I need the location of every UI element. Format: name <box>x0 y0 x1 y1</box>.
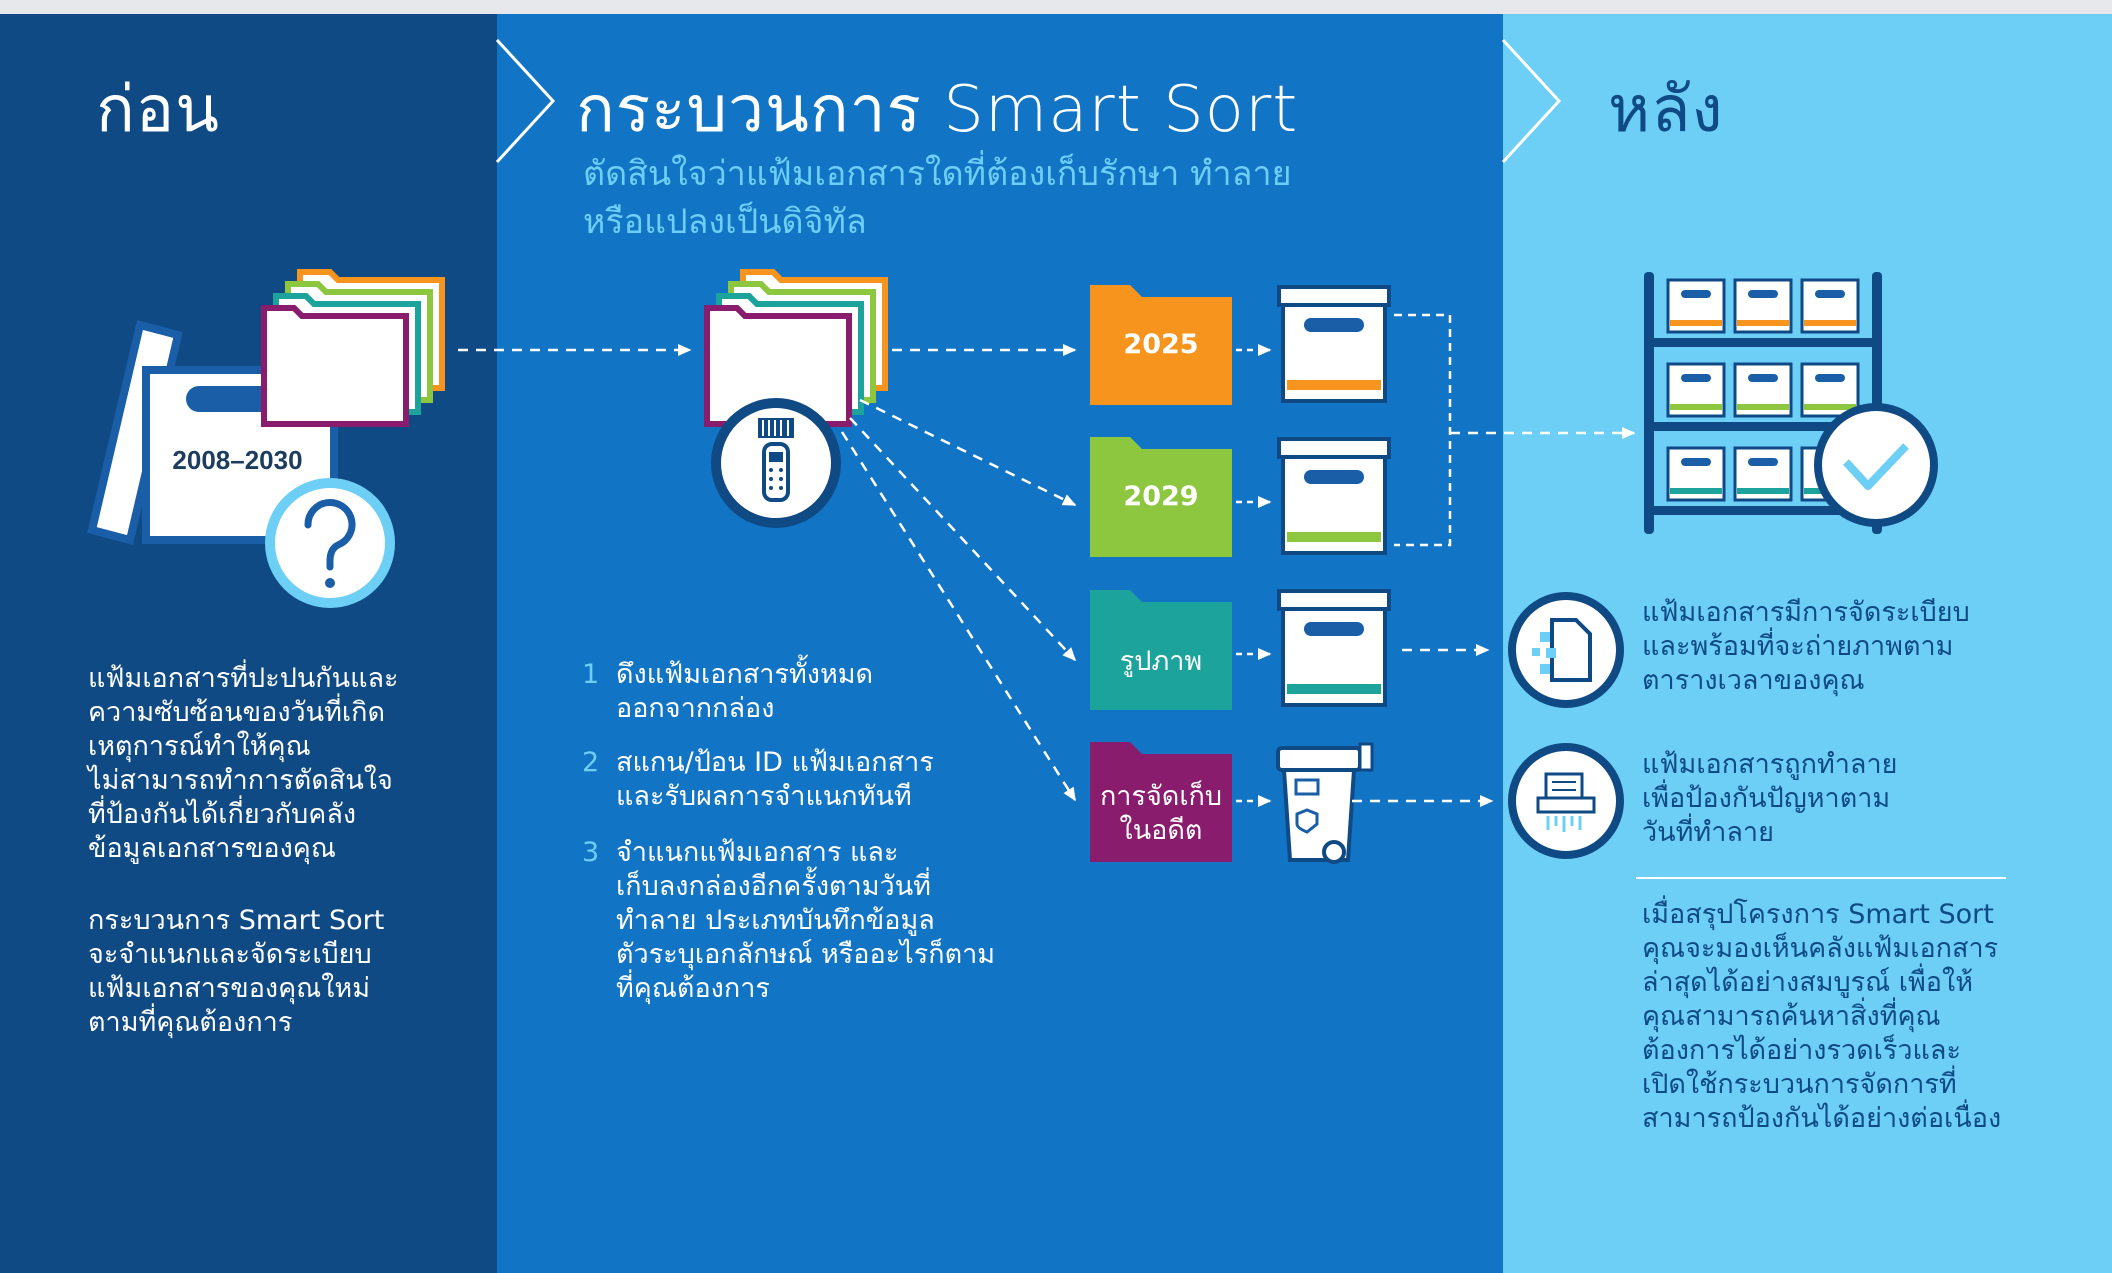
line: การจัดเก็บ <box>1099 781 1223 812</box>
process-step-3: 3 จำแนกแฟ้มเอกสาร และ เก็บลงกล่องอีกครั้… <box>582 836 995 1006</box>
line: วันที่ทำลาย <box>1642 817 1774 848</box>
line: ไม่สามารถทำการตัดสินใจ <box>88 765 393 796</box>
step-number: 1 <box>582 659 600 690</box>
line: แฟ้มเอกสารมีการจัดระเบียบ <box>1642 597 1970 628</box>
line: จะจำแนกและจัดระเบียบ <box>88 939 372 970</box>
line: ในอดีต <box>1119 815 1203 846</box>
folder-2025 <box>1090 285 1232 405</box>
shred-bin-icon <box>1276 742 1374 864</box>
process-step-2: 2 สแกน/ป้อน ID แฟ้มเอกสาร และรับผลการจำแ… <box>582 746 934 814</box>
step-line: เก็บลงกล่องอีกครั้งตามวันที่ <box>616 871 931 902</box>
line: ต้องการได้อย่างรวดเร็วและ <box>1642 1035 1961 1066</box>
line: ตามที่คุณต้องการ <box>88 1007 293 1038</box>
line: กระบวนการ Smart Sort <box>88 905 385 936</box>
line: เมื่อสรุปโครงการ Smart Sort <box>1642 899 1994 930</box>
step-line: สแกน/ป้อน ID แฟ้มเอกสาร <box>616 747 934 778</box>
line: ล่าสุดได้อย่างสมบูรณ์ เพื่อให้ <box>1642 967 1973 998</box>
folder-label-archive: การจัดเก็บ ในอดีต <box>1090 766 1232 862</box>
process-title: กระบวนการ Smart Sort <box>576 73 1299 147</box>
storage-box-2025 <box>1277 285 1391 403</box>
after-item-organized: แฟ้มเอกสารมีการจัดระเบียบ และพร้อมที่จะถ… <box>1642 596 2062 698</box>
before-column <box>0 14 497 1273</box>
after-divider <box>1636 877 2006 879</box>
before-paragraph-2: กระบวนการ Smart Sort จะจำแนกและจัดระเบีย… <box>88 904 468 1040</box>
line: ที่ป้องกันได้เกี่ยวกับคลัง <box>88 799 357 830</box>
line: และพร้อมที่จะถ่ายภาพตาม <box>1642 631 1954 662</box>
archive-box-icon <box>87 320 338 545</box>
line: ตารางเวลาของคุณ <box>1642 665 1865 696</box>
step-line: จำแนกแฟ้มเอกสาร และ <box>616 837 899 868</box>
folder-label-2029: 2029 <box>1123 481 1199 512</box>
box-year-label: 2008–2030 <box>172 445 303 475</box>
barcode-scanner-icon <box>711 398 841 528</box>
line: สามารถป้องกันได้อย่างต่อเนื่อง <box>1642 1103 2002 1134</box>
arrow-to-archive <box>840 431 1077 802</box>
process-step-1: 1 ดึงแฟ้มเอกสารทั้งหมด ออกจากกล่อง <box>582 658 873 726</box>
question-icon <box>265 478 395 608</box>
checkmark-icon <box>1814 403 1938 527</box>
line: หรือแปลงเป็นดิจิทัล <box>583 202 867 242</box>
before-paragraph-1: แฟ้มเอกสารที่ปะปนกันและ ความซับซ้อนของวั… <box>88 662 468 866</box>
after-title: หลัง <box>1608 73 1724 147</box>
after-item-destroyed: แฟ้มเอกสารถูกทำลาย เพื่อป้องกันปัญหาตาม … <box>1642 748 2062 850</box>
line: เปิดใช้กระบวนการจัดการที่ <box>1642 1069 1957 1100</box>
line: คุณจะมองเห็นคลังแฟ้มเอกสาร <box>1642 933 1999 964</box>
line: เพื่อป้องกันปัญหาตาม <box>1642 783 1891 814</box>
step-line: ที่คุณต้องการ <box>616 973 770 1004</box>
storage-box-photos <box>1277 589 1391 707</box>
line: เหตุการณ์ทำให้คุณ <box>88 731 311 762</box>
line: คุณสามารถค้นหาสิ่งที่คุณ <box>1642 1001 1941 1032</box>
step-line: และรับผลการจำแนกทันที <box>616 781 912 812</box>
line: แฟ้มเอกสารถูกทำลาย <box>1642 749 1898 780</box>
arrow-to-photos <box>849 417 1077 662</box>
step-number: 2 <box>582 747 600 778</box>
folder-label-2025: 2025 <box>1123 329 1199 360</box>
step-line: ดึงแฟ้มเอกสารทั้งหมด <box>616 659 874 690</box>
line: ข้อมูลเอกสารของคุณ <box>88 833 336 864</box>
step-number: 3 <box>582 837 600 868</box>
before-title: ก่อน <box>96 73 220 147</box>
line: แฟ้มเอกสารของคุณใหม่ <box>88 973 370 1004</box>
step-line: ออกจากกล่อง <box>616 693 775 724</box>
shelf-icon <box>1644 272 1882 534</box>
document-puzzle-icon <box>1508 592 1624 708</box>
folders-stack-before <box>261 269 445 427</box>
line: แฟ้มเอกสารที่ปะปนกันและ <box>88 663 399 694</box>
process-subtitle: ตัดสินใจว่าแฟ้มเอกสารใดที่ต้องเก็บรักษา … <box>583 150 1443 246</box>
folder-label-photos: รูปภาพ <box>1119 646 1203 677</box>
step-line: ทำลาย ประเภทบันทึกข้อมูล <box>616 905 935 936</box>
folders-stack-process <box>704 269 888 427</box>
step-line: ตัวระบุเอกลักษณ์ หรืออะไรก็ตาม <box>616 939 996 970</box>
after-summary: เมื่อสรุปโครงการ Smart Sort คุณจะมองเห็น… <box>1642 898 2082 1136</box>
shredder-icon <box>1508 743 1624 859</box>
storage-box-2029 <box>1277 437 1391 555</box>
folder-archive <box>1090 742 1232 862</box>
line: ตัดสินใจว่าแฟ้มเอกสารใดที่ต้องเก็บรักษา … <box>583 154 1292 194</box>
folder-photos <box>1090 590 1232 710</box>
arrow-to-2029 <box>859 398 1077 507</box>
line: ความซับซ้อนของวันที่เกิด <box>88 697 386 728</box>
chevron-separator-2 <box>1501 38 1562 164</box>
chevron-separator-1 <box>495 38 556 164</box>
folder-2029 <box>1090 437 1232 557</box>
